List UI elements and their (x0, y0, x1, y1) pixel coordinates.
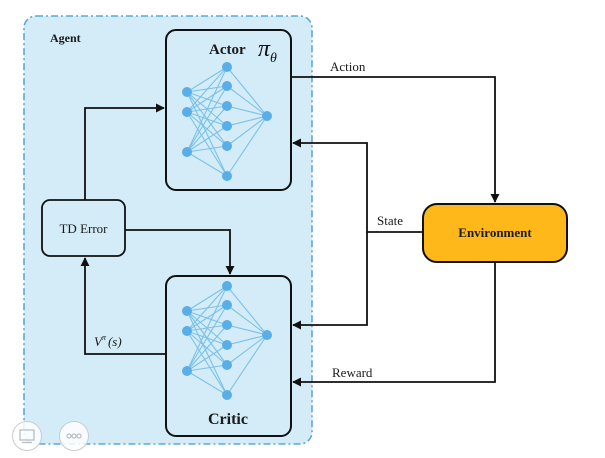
nn-edge (226, 285, 268, 336)
nn-edge (226, 105, 268, 117)
slides-button[interactable] (12, 421, 42, 451)
nn-node (222, 141, 232, 151)
state-label: State (377, 213, 403, 228)
nn-edge (186, 125, 228, 153)
agent-label: Agent (50, 31, 81, 45)
actor-label: Actor (209, 42, 246, 58)
nn-node (222, 281, 232, 291)
state-to-critic-arrow (292, 232, 368, 330)
more-options-icon (66, 433, 82, 439)
nn-node (182, 147, 192, 157)
nn-edge (226, 85, 268, 117)
nn-node (222, 62, 232, 72)
nn-edge (186, 285, 228, 312)
actor-policy-symbol: πθ (258, 36, 277, 66)
reward-label: Reward (332, 365, 373, 380)
nn-edge (186, 364, 228, 372)
reward-arrow (292, 262, 496, 387)
nn-edge (186, 285, 228, 372)
nn-edge (226, 115, 268, 147)
more-options-button[interactable] (59, 421, 89, 451)
nn-node (222, 320, 232, 330)
nn-node (262, 330, 272, 340)
nn-node (222, 81, 232, 91)
action-arrow (291, 76, 500, 203)
nn-node (182, 87, 192, 97)
nn-edge (186, 344, 228, 372)
action-label: Action (330, 59, 366, 74)
slides-icon (19, 429, 35, 444)
nn-node (222, 340, 232, 350)
nn-edge (186, 304, 228, 372)
nn-edge (226, 334, 268, 366)
nn-edge (186, 85, 228, 153)
nn-edge (226, 115, 268, 127)
nn-node (222, 121, 232, 131)
nn-node (182, 306, 192, 316)
nn-edge (226, 324, 268, 336)
nn-edge (186, 145, 228, 153)
nn-edge (226, 115, 268, 177)
value-function-label: Vπ(s) (94, 333, 122, 349)
critic-neural-network-icon (182, 281, 272, 400)
nn-node (222, 171, 232, 181)
nn-edge (226, 66, 268, 117)
nn-edge (226, 334, 268, 346)
state-to-actor-arrow (292, 138, 423, 233)
nn-edge (226, 304, 268, 336)
nn-edge (186, 66, 228, 93)
nn-edge (186, 304, 228, 332)
nn-node (222, 300, 232, 310)
value-to-td-error-arrow (80, 257, 166, 355)
actor-neural-network-icon (182, 62, 272, 181)
nn-edge (186, 111, 228, 177)
nn-edge (186, 105, 228, 153)
nn-node (262, 111, 272, 121)
td-error-box (41, 199, 126, 257)
td-error-to-actor-arrow (84, 103, 165, 200)
nn-edge (226, 334, 268, 396)
nn-edge (186, 66, 228, 113)
nn-edge (186, 66, 228, 153)
nn-edge (186, 285, 228, 332)
environment-label: Environment (458, 225, 532, 240)
critic-box (165, 275, 292, 437)
nn-edge (186, 324, 228, 372)
nn-node (222, 390, 232, 400)
nn-node (222, 360, 232, 370)
td-error-label: TD Error (59, 221, 108, 236)
critic-label: Critic (208, 411, 248, 428)
nn-edge (186, 91, 228, 177)
td-error-to-critic-arrow (125, 229, 235, 275)
nn-node (182, 326, 192, 336)
nn-node (182, 366, 192, 376)
nn-edge (186, 370, 228, 396)
nn-edge (186, 330, 228, 396)
nn-edge (186, 151, 228, 177)
nn-edge (186, 85, 228, 113)
nn-node (222, 101, 232, 111)
nn-node (182, 107, 192, 117)
nn-edge (186, 310, 228, 396)
